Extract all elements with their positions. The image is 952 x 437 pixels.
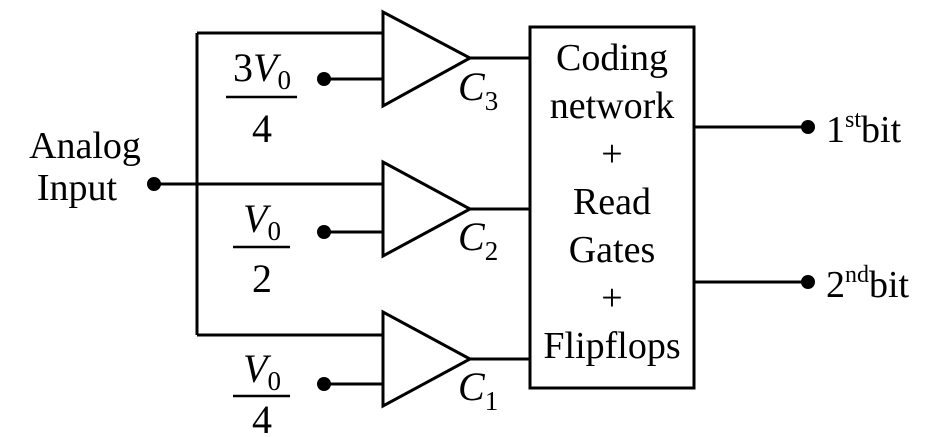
comparator-c2: [381, 159, 474, 259]
analog-label-line1: Analog: [29, 125, 141, 167]
comparator-c3: [381, 9, 474, 109]
comparator-label-c3: C3: [458, 64, 498, 116]
output-terminal-2nd-bit: [801, 275, 815, 289]
block-line-network: network: [550, 85, 675, 127]
block-line-plus-1: +: [601, 133, 622, 175]
ref-fraction-c1-numerator: V0: [243, 346, 281, 396]
block-line-flipflops: Flipflops: [543, 325, 680, 367]
ref-fraction-c2-denominator: 2: [252, 256, 272, 301]
ref-fraction-c1-denominator: 4: [252, 397, 272, 437]
block-line-gates: Gates: [569, 229, 656, 271]
coding-network-block: [528, 25, 696, 390]
output-label-1st-bit: 1stbit: [826, 107, 902, 151]
comparator-c1: [381, 309, 474, 409]
output-terminal-1st-bit: [801, 120, 815, 134]
block-line-coding: Coding: [556, 37, 668, 79]
block-line-read: Read: [573, 181, 651, 223]
comparator-label-c2: C2: [458, 214, 498, 266]
comparator-label-c1: C1: [458, 364, 498, 416]
analog-label-line2: Input: [37, 167, 118, 209]
ref-fraction-c3-denominator: 4: [252, 106, 272, 151]
block-line-plus-2: +: [601, 277, 622, 319]
ref-fraction-c2-numerator: V0: [243, 196, 281, 246]
ref-fraction-c3-numerator: 3V0: [233, 45, 291, 95]
output-label-2nd-bit: 2ndbit: [826, 262, 910, 306]
